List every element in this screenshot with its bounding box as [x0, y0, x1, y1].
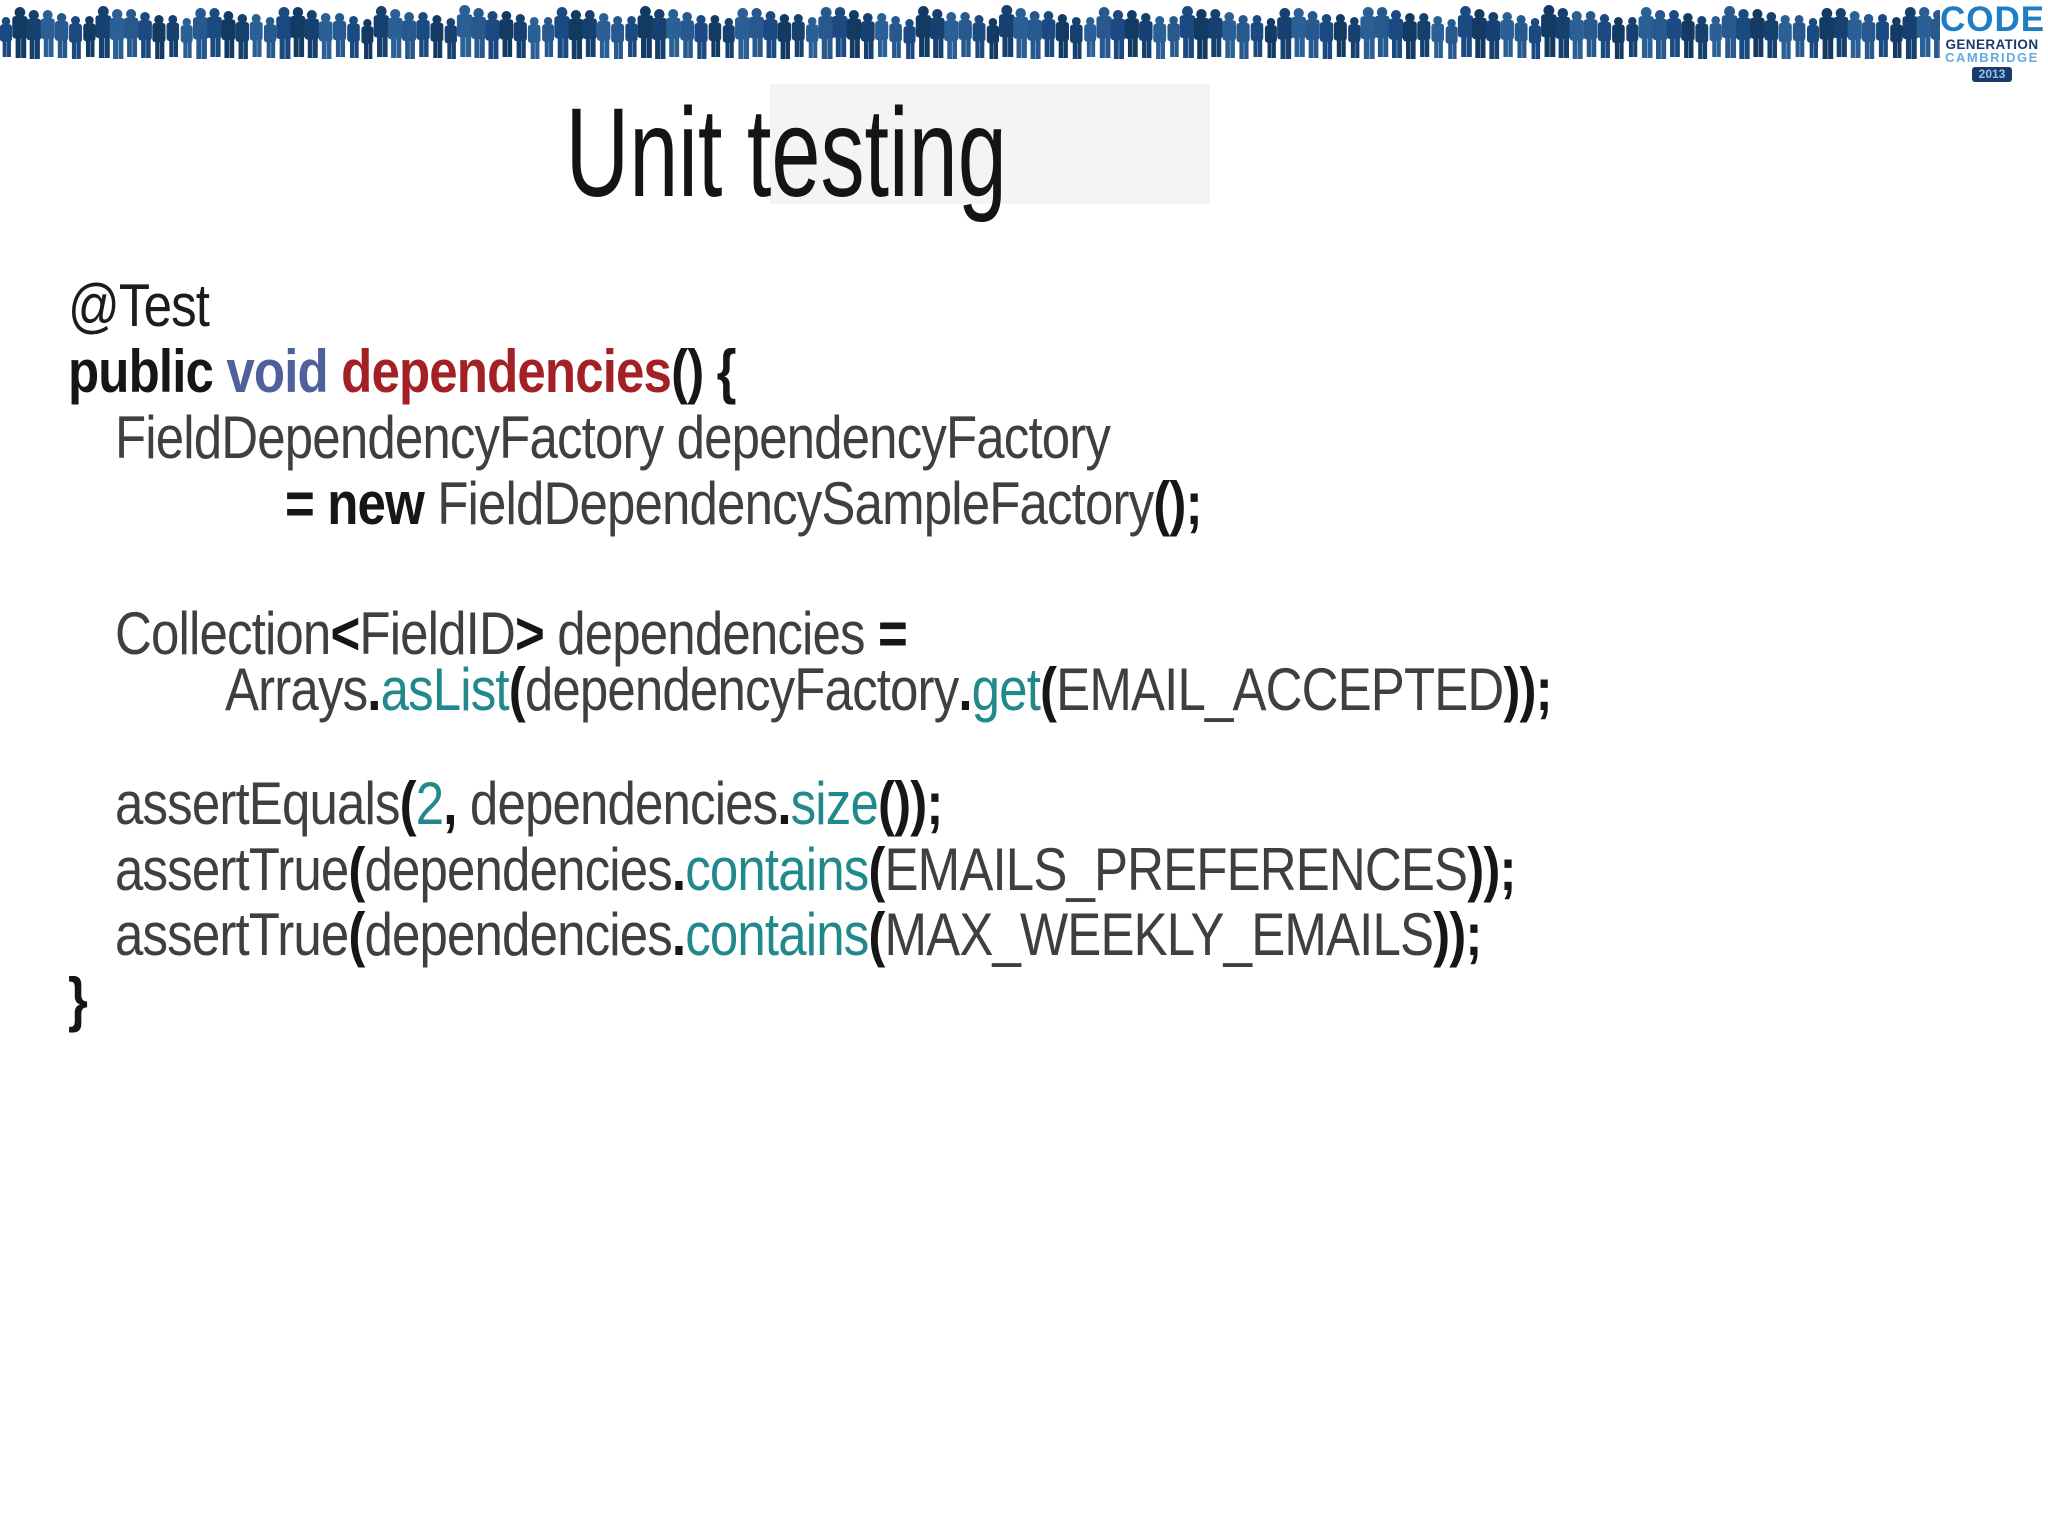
- code-token: dependencies: [364, 836, 672, 903]
- people-crowd-icon: [0, 5, 1940, 59]
- code-token: dependencyFactory: [524, 656, 959, 723]
- code-token: dependencies: [341, 338, 672, 405]
- code-token: assertTrue: [115, 901, 349, 968]
- code-token: (: [348, 836, 365, 903]
- code-token: FieldDependencySampleFactory: [437, 470, 1154, 537]
- code-token: ));: [1433, 901, 1482, 968]
- code-token: void: [226, 338, 342, 405]
- code-token: public: [68, 338, 227, 405]
- code-token: ));: [1467, 836, 1516, 903]
- code-token: FieldDependencyFactory dependencyFactory: [115, 404, 1111, 471]
- logo-subtitle: GENERATION: [1945, 36, 2039, 52]
- slide-title-text: Unit testing: [565, 82, 1008, 223]
- code-token: ));: [1503, 656, 1552, 723]
- code-token: Arrays: [225, 656, 368, 723]
- logo-location: CAMBRIDGE: [1945, 50, 2039, 66]
- code-token: get: [971, 656, 1041, 723]
- code-token: .: [958, 656, 972, 723]
- code-token: .: [671, 836, 686, 903]
- code-line: Collection<FieldID> dependencies =: [115, 600, 908, 667]
- code-token: .: [367, 656, 381, 723]
- code-token: dependencies: [364, 901, 672, 968]
- code-token: MAX_WEEKLY_EMAILS: [884, 901, 1434, 968]
- code-token: =: [877, 600, 908, 667]
- code-token: dependencies: [557, 600, 878, 667]
- code-token: (: [1040, 656, 1057, 723]
- code-token: assertTrue: [115, 836, 349, 903]
- code-token: Collection: [115, 600, 331, 667]
- code-token: .: [671, 901, 686, 968]
- code-line: }: [68, 966, 88, 1033]
- code-token: ,: [443, 770, 470, 837]
- code-line: public void dependencies() {: [68, 338, 737, 405]
- code-line: FieldDependencyFactory dependencyFactory: [115, 404, 1111, 471]
- code-generation-logo: CODE GENERATION CAMBRIDGE 2013: [1940, 2, 2044, 82]
- code-token: ());: [877, 770, 943, 837]
- code-token: contains: [685, 901, 869, 968]
- slide-title: Unit testing: [0, 78, 1573, 228]
- code-token: assertEquals: [115, 770, 400, 837]
- code-token: asList: [380, 656, 510, 723]
- code-token: size: [790, 770, 879, 837]
- code-token: contains: [685, 836, 869, 903]
- code-token: dependencies: [469, 770, 778, 837]
- title-highlight-band: [770, 84, 1210, 204]
- code-token: EMAIL_ACCEPTED: [1056, 656, 1504, 723]
- code-line: assertEquals(2, dependencies.size());: [115, 770, 943, 837]
- code-token: () {: [671, 338, 736, 405]
- code-line: = new FieldDependencySampleFactory();: [285, 470, 1203, 537]
- code-line: Arrays.asList(dependencyFactory.get(EMAI…: [225, 656, 1553, 723]
- code-token: = new: [285, 470, 438, 537]
- banner: CODE GENERATION CAMBRIDGE 2013: [0, 0, 2048, 82]
- code-token: EMAILS_PREFERENCES: [884, 836, 1469, 903]
- code-line: assertTrue(dependencies.contains(EMAILS_…: [115, 838, 1516, 902]
- code-token: (: [508, 656, 526, 723]
- code-token: (: [399, 770, 417, 837]
- code-token: (: [868, 836, 885, 903]
- code-line: @Test: [68, 272, 210, 339]
- code-token: (: [348, 901, 365, 968]
- code-line: assertTrue(dependencies.contains(MAX_WEE…: [115, 903, 1482, 967]
- code-token: (: [868, 901, 885, 968]
- code-token: }: [68, 966, 88, 1033]
- code-token: <: [330, 600, 360, 667]
- logo-title: CODE: [1940, 0, 2046, 39]
- logo-year-badge: 2013: [1971, 66, 2013, 82]
- code-token: >: [514, 600, 558, 667]
- code-token: .: [777, 770, 791, 837]
- code-token: @Test: [68, 272, 210, 339]
- code-token: FieldID: [359, 600, 515, 667]
- code-token: ();: [1153, 470, 1202, 537]
- code-token: 2: [415, 770, 444, 837]
